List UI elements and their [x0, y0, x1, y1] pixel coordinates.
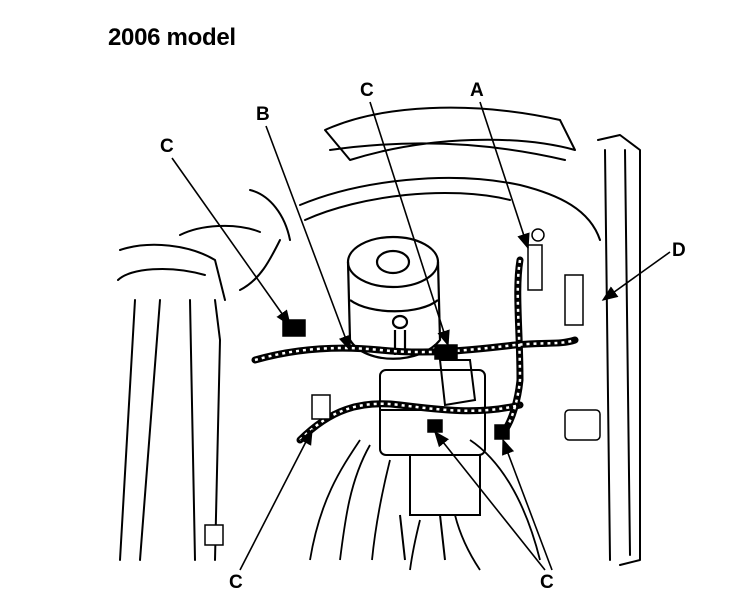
callout-c-bottom-right: C	[540, 572, 554, 593]
fender-panel	[597, 134, 641, 566]
callout-d: D	[672, 240, 686, 261]
leader-c-bottom-right-2	[502, 438, 553, 571]
leader-d	[601, 251, 671, 301]
brake-lines	[309, 439, 541, 571]
leader-a	[479, 101, 530, 250]
hood-outline	[324, 106, 576, 161]
leader-b	[265, 125, 351, 352]
diagram-title: 2006 model	[108, 24, 236, 51]
leader-c-top	[369, 101, 450, 347]
callout-b: B	[256, 104, 270, 125]
connectors	[204, 228, 601, 546]
brake-reservoir	[346, 235, 442, 360]
callout-c-bottom-left: C	[229, 572, 243, 593]
modulator-unit	[379, 359, 486, 561]
leader-c-left	[171, 157, 291, 327]
leader-lines	[171, 101, 671, 571]
callout-a: A	[470, 80, 484, 101]
leader-c-bottom-right-1	[434, 430, 546, 571]
callout-c-left: C	[160, 136, 174, 157]
leader-c-bottom-left	[239, 428, 313, 571]
callout-c-top: C	[360, 80, 374, 101]
